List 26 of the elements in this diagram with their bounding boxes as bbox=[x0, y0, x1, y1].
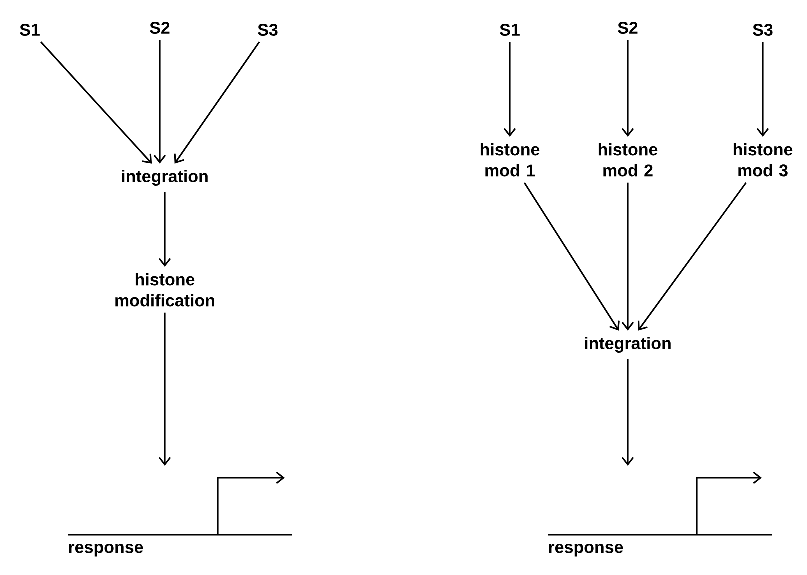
node-label: response bbox=[69, 544, 144, 557]
node-label: S1 bbox=[20, 24, 40, 36]
arrow bbox=[40, 42, 152, 164]
arrow bbox=[158, 192, 172, 268]
arrow bbox=[524, 182, 620, 331]
node-label: response bbox=[549, 544, 624, 557]
arrow bbox=[158, 312, 172, 466]
arrow bbox=[638, 182, 747, 331]
node-label: integration bbox=[585, 337, 671, 353]
arrow bbox=[622, 40, 634, 138]
node-label: histone mod 3 bbox=[734, 143, 793, 177]
arrow bbox=[622, 182, 634, 331]
arrow bbox=[504, 42, 516, 138]
node-label: histone mod 2 bbox=[598, 143, 658, 177]
arrow bbox=[174, 42, 260, 164]
node-label: S1 bbox=[500, 24, 520, 36]
arrow bbox=[622, 359, 634, 466]
node-label: histone modification bbox=[116, 273, 214, 307]
node-label: S3 bbox=[753, 24, 773, 36]
arrow bbox=[154, 40, 166, 164]
node-label: S2 bbox=[618, 22, 638, 34]
node-label: integration bbox=[122, 170, 208, 186]
node-label: S3 bbox=[258, 24, 278, 36]
node-label: histone mod 1 bbox=[480, 143, 540, 177]
arrow bbox=[756, 42, 770, 138]
node-label: S2 bbox=[150, 22, 170, 34]
